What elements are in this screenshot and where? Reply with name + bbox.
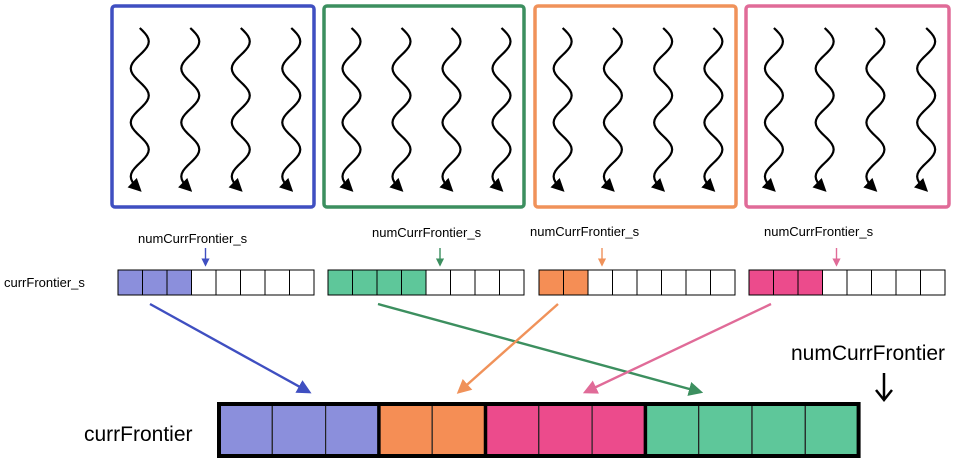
thread-arrow bbox=[550, 27, 573, 192]
copy-arrow-green bbox=[377, 302, 704, 396]
local-cell-filled bbox=[166, 269, 192, 296]
block-pink-border bbox=[744, 4, 951, 209]
thread-arrow bbox=[600, 27, 624, 192]
copy-arrow-orange bbox=[456, 303, 559, 394]
local-cell-empty bbox=[612, 269, 638, 296]
global-cell bbox=[431, 403, 487, 457]
block-green-local-queue bbox=[327, 269, 525, 296]
local-cell-filled bbox=[773, 269, 799, 296]
local-queue-label: currFrontier_s bbox=[4, 275, 85, 290]
local-cell-filled bbox=[797, 269, 823, 296]
thread-arrow bbox=[389, 27, 412, 192]
local-cell-empty bbox=[240, 269, 266, 296]
local-cell-empty bbox=[822, 269, 848, 296]
local-cell-empty bbox=[450, 269, 476, 296]
local-cell-empty bbox=[474, 269, 500, 296]
local-counter-label: numCurrFrontier_s bbox=[764, 224, 874, 239]
global-cell bbox=[484, 403, 540, 457]
block-green bbox=[322, 4, 526, 209]
global-cell bbox=[378, 403, 433, 457]
block-pink-local-queue bbox=[748, 269, 946, 296]
global-counter-label: numCurrFrontier bbox=[791, 342, 945, 365]
global-segment-orange bbox=[378, 403, 487, 457]
local-cell-empty bbox=[587, 269, 613, 296]
thread-arrow bbox=[701, 27, 724, 192]
block-orange-local-queue bbox=[538, 269, 736, 296]
block-pink bbox=[744, 4, 951, 209]
global-segment-green bbox=[644, 403, 860, 457]
local-cell-filled bbox=[563, 269, 589, 296]
block-green-border bbox=[322, 4, 526, 209]
global-segment-pink bbox=[484, 403, 646, 457]
local-counter-label: numCurrFrontier_s bbox=[138, 231, 248, 246]
thread-arrow bbox=[489, 27, 512, 192]
thread-arrow bbox=[761, 27, 785, 192]
global-cell bbox=[271, 403, 327, 457]
block-orange-border bbox=[533, 4, 738, 209]
copy-arrow-blue bbox=[149, 302, 312, 394]
local-cell-empty bbox=[636, 269, 662, 296]
thread-arrow bbox=[812, 27, 835, 192]
local-cell-empty bbox=[499, 269, 525, 296]
global-cell bbox=[325, 403, 380, 457]
global-cell bbox=[804, 403, 860, 457]
local-cell-empty bbox=[895, 269, 921, 296]
global-cell bbox=[698, 403, 753, 457]
local-cell-empty bbox=[920, 269, 946, 296]
local-cell-filled bbox=[352, 269, 378, 296]
local-cell-empty bbox=[215, 269, 241, 296]
local-cell-empty bbox=[191, 269, 217, 296]
copy-arrows bbox=[149, 302, 772, 396]
global-cell bbox=[591, 403, 646, 457]
thread-arrow bbox=[127, 27, 150, 192]
local-cell-filled bbox=[142, 269, 168, 296]
block-blue-border bbox=[110, 4, 316, 209]
global-queue-border bbox=[217, 402, 861, 458]
local-queues: numCurrFrontier_s numCurrFrontier_s numCur… bbox=[117, 224, 946, 296]
block-blue bbox=[110, 4, 316, 209]
local-counter-label: numCurrFrontier_s bbox=[372, 225, 482, 240]
thread-arrow bbox=[913, 27, 937, 192]
copy-arrow-pink bbox=[582, 302, 772, 394]
local-cell-empty bbox=[264, 269, 290, 296]
global-cell bbox=[644, 403, 700, 457]
local-cell-filled bbox=[376, 269, 402, 296]
local-cell-empty bbox=[661, 269, 687, 296]
local-cell-filled bbox=[327, 269, 353, 296]
global-queue bbox=[217, 402, 861, 458]
block-orange bbox=[533, 4, 738, 209]
local-cell-empty bbox=[846, 269, 872, 296]
local-cell-empty bbox=[425, 269, 451, 296]
global-cell bbox=[538, 403, 593, 457]
local-cell-empty bbox=[289, 269, 315, 296]
local-cell-empty bbox=[710, 269, 736, 296]
thread-blocks bbox=[110, 4, 951, 209]
thread-arrow bbox=[650, 27, 674, 192]
global-queue-label: currFrontier bbox=[84, 423, 193, 446]
local-cell-empty bbox=[685, 269, 711, 296]
local-cell-empty bbox=[871, 269, 897, 296]
block-blue-local-queue bbox=[117, 269, 315, 296]
thread-arrow bbox=[439, 27, 462, 192]
thread-arrow bbox=[339, 27, 362, 192]
local-cell-filled bbox=[401, 269, 427, 296]
local-counter-label: numCurrFrontier_s bbox=[530, 224, 640, 239]
thread-arrow bbox=[178, 27, 201, 192]
global-segment-blue bbox=[218, 403, 380, 457]
local-cell-filled bbox=[748, 269, 774, 296]
thread-arrow bbox=[863, 27, 886, 192]
global-cell bbox=[218, 403, 273, 457]
local-cell-filled bbox=[117, 269, 143, 296]
global-cell bbox=[751, 403, 806, 457]
thread-arrow bbox=[279, 27, 302, 192]
global-counter-arrow bbox=[875, 373, 893, 403]
local-cell-filled bbox=[538, 269, 564, 296]
thread-arrow bbox=[228, 27, 251, 192]
